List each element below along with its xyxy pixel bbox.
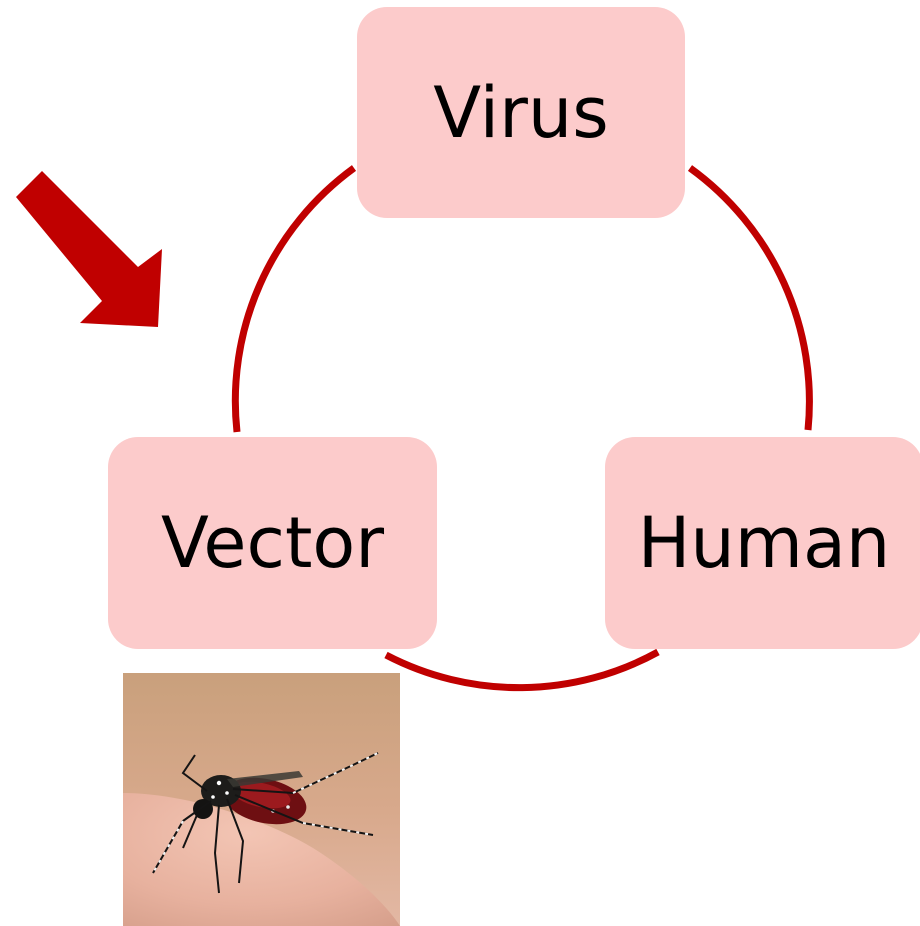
mosquito-photo [123, 673, 400, 926]
red-arrow-icon [16, 171, 162, 327]
virus-label: Virus [433, 78, 608, 148]
arc-vector-virus [235, 168, 354, 432]
arc-human-vector [386, 652, 658, 688]
human-node: Human [605, 437, 920, 649]
virus-node: Virus [357, 7, 685, 218]
vector-node: Vector [108, 437, 437, 649]
human-label: Human [638, 508, 890, 578]
vector-label: Vector [161, 508, 384, 578]
arc-virus-human [690, 168, 809, 430]
